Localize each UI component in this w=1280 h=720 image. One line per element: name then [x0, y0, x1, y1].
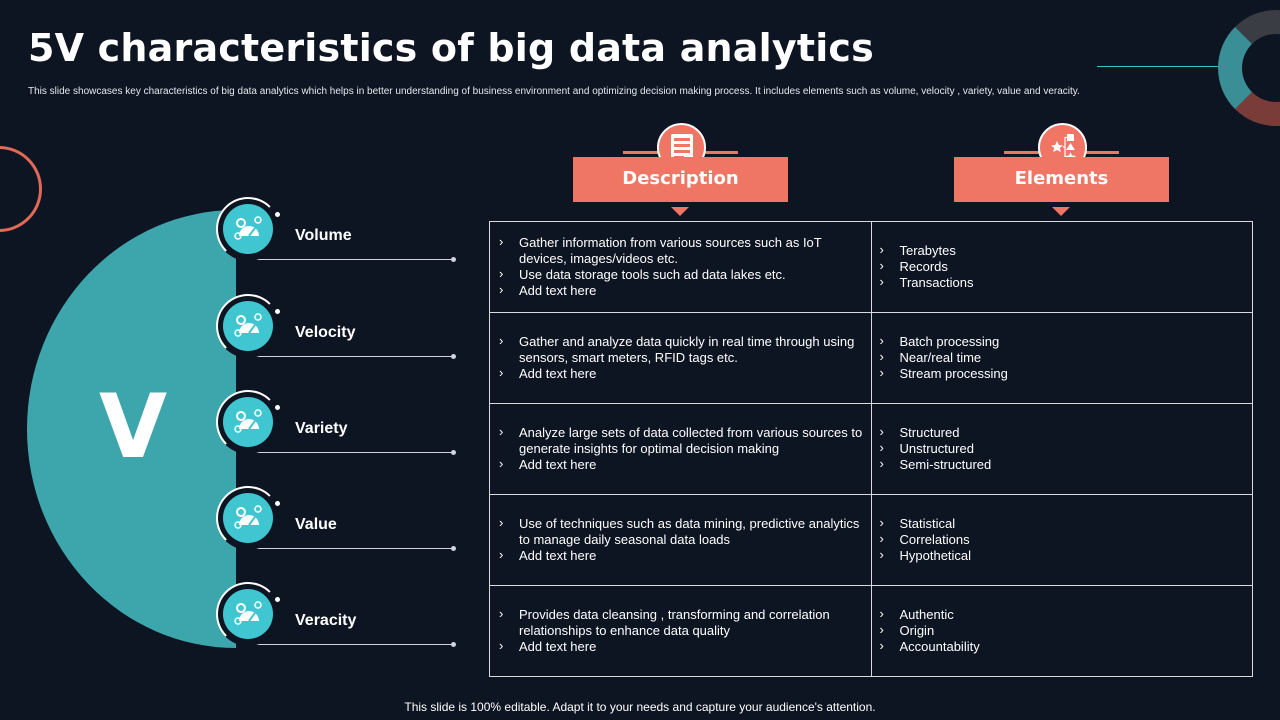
- v-item-veracity: Veracity: [216, 582, 461, 648]
- header-arrow: [671, 207, 689, 216]
- list-item: Add text here: [499, 365, 863, 382]
- elements-cell: Batch processing Near/real time Stream p…: [870, 312, 1253, 404]
- table-row: Gather information from various sources …: [489, 221, 1253, 313]
- list-item: Analyze large sets of data collected fro…: [499, 424, 863, 457]
- slide-footer: This slide is 100% editable. Adapt it to…: [404, 700, 876, 714]
- ring-dot: [275, 405, 280, 410]
- v-item-label: Variety: [295, 420, 348, 437]
- slide-subtitle: This slide showcases key characteristics…: [28, 86, 1080, 97]
- header-box: Elements: [954, 157, 1169, 202]
- header-box: Description: [573, 157, 788, 202]
- connector-dot: [451, 546, 456, 551]
- table-row: Analyze large sets of data collected fro…: [489, 403, 1253, 495]
- connector-dot: [451, 354, 456, 359]
- list-item: Add text here: [499, 638, 863, 655]
- ring-dot: [275, 597, 280, 602]
- connector-line: [248, 644, 453, 645]
- list-item: Terabytes: [880, 242, 1245, 259]
- description-cell: Provides data cleansing , transforming a…: [489, 585, 872, 677]
- v-item-volume: Volume: [216, 197, 461, 263]
- v-item-label: Volume: [295, 227, 352, 244]
- list-item: Use data storage tools such ad data lake…: [499, 266, 863, 283]
- v-item-velocity: Velocity: [216, 294, 461, 360]
- v-item-label: Velocity: [295, 324, 356, 341]
- connector-line: [248, 259, 453, 260]
- gauge-gear-icon: [223, 589, 273, 639]
- connector-line: [248, 452, 453, 453]
- v-item-label: Veracity: [295, 612, 357, 629]
- ring-dot: [275, 309, 280, 314]
- connector-dot: [451, 642, 456, 647]
- list-item: Transactions: [880, 274, 1245, 291]
- list-item: Accountability: [880, 638, 1245, 655]
- decorative-line: [1097, 66, 1222, 67]
- gauge-gear-icon: [223, 493, 273, 543]
- v-item-variety: Variety: [216, 390, 461, 456]
- table-row: Gather and analyze data quickly in real …: [489, 312, 1253, 404]
- list-item: Records: [880, 258, 1245, 275]
- connector-dot: [451, 450, 456, 455]
- list-item: Add text here: [499, 547, 863, 564]
- list-item: Unstructured: [880, 440, 1245, 457]
- gauge-gear-icon: [223, 301, 273, 351]
- elements-header: Elements: [954, 120, 1169, 216]
- list-item: Batch processing: [880, 333, 1245, 350]
- list-item: Gather and analyze data quickly in real …: [499, 333, 863, 366]
- ring-dot: [275, 501, 280, 506]
- list-item: Add text here: [499, 456, 863, 473]
- description-cell: Gather information from various sources …: [489, 221, 872, 313]
- connector-line: [248, 356, 453, 357]
- list-item: Provides data cleansing , transforming a…: [499, 606, 863, 639]
- v-item-value: Value: [216, 486, 461, 552]
- list-item: Semi-structured: [880, 456, 1245, 473]
- list-item: Statistical: [880, 515, 1245, 532]
- list-item: Hypothetical: [880, 547, 1245, 564]
- table-row: Use of techniques such as data mining, p…: [489, 494, 1253, 586]
- gauge-gear-icon: [223, 397, 273, 447]
- description-cell: Analyze large sets of data collected fro…: [489, 403, 872, 495]
- characteristics-table: Gather information from various sources …: [489, 221, 1253, 677]
- decorative-ring-right: [1218, 10, 1280, 126]
- header-label: Description: [622, 168, 739, 189]
- decorative-ring-left: [0, 146, 42, 232]
- table-row: Provides data cleansing , transforming a…: [489, 585, 1253, 677]
- list-item: Stream processing: [880, 365, 1245, 382]
- list-item: Correlations: [880, 531, 1245, 548]
- list-item: Near/real time: [880, 349, 1245, 366]
- connector-line: [248, 548, 453, 549]
- elements-cell: Structured Unstructured Semi-structured: [870, 403, 1253, 495]
- list-item: Structured: [880, 424, 1245, 441]
- v-letter: V: [98, 375, 168, 478]
- description-cell: Use of techniques such as data mining, p…: [489, 494, 872, 586]
- elements-cell: Statistical Correlations Hypothetical: [870, 494, 1253, 586]
- description-cell: Gather and analyze data quickly in real …: [489, 312, 872, 404]
- description-header: Description: [573, 120, 788, 216]
- list-item: Authentic: [880, 606, 1245, 623]
- gauge-gear-icon: [223, 204, 273, 254]
- list-item: Add text here: [499, 282, 863, 299]
- header-label: Elements: [1014, 168, 1109, 189]
- list-item: Gather information from various sources …: [499, 234, 863, 267]
- list-item: Use of techniques such as data mining, p…: [499, 515, 863, 548]
- list-item: Origin: [880, 622, 1245, 639]
- header-arrow: [1052, 207, 1070, 216]
- elements-cell: Authentic Origin Accountability: [870, 585, 1253, 677]
- slide-title: 5V characteristics of big data analytics: [28, 26, 874, 70]
- elements-cell: Terabytes Records Transactions: [870, 221, 1253, 313]
- ring-dot: [275, 212, 280, 217]
- v-item-label: Value: [295, 516, 337, 533]
- connector-dot: [451, 257, 456, 262]
